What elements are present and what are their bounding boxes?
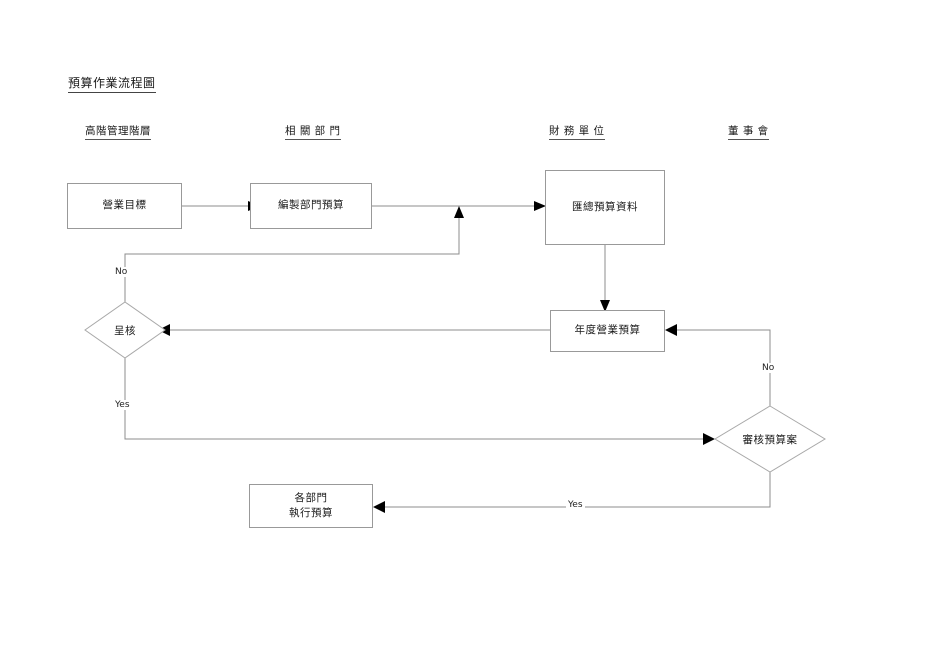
edge-label-submit-no: No (113, 267, 130, 277)
edge-label-review-yes: Yes (566, 500, 585, 510)
column-header-board-of-directors: 董 事 會 (728, 123, 769, 140)
node-annual-operating-budget[interactable]: 年度營業預算 (550, 310, 665, 352)
node-departments-execute-budget[interactable]: 各部門 執行預算 (249, 484, 373, 528)
column-header-related-departments: 相 關 部 門 (285, 123, 341, 140)
node-label: 編製部門預算 (278, 199, 344, 212)
node-label: 匯總預算資料 (572, 200, 638, 213)
node-label: 呈核 (114, 324, 136, 337)
page-title: 預算作業流程圖 (68, 74, 156, 93)
node-business-target[interactable]: 營業目標 (67, 183, 182, 229)
node-label: 審核預算案 (742, 433, 798, 446)
column-header-finance-unit: 財 務 單 位 (549, 123, 605, 140)
node-prepare-department-budget[interactable]: 編製部門預算 (250, 183, 372, 229)
node-label: 年度營業預算 (574, 324, 641, 337)
column-header-senior-management: 高階管理階層 (85, 123, 151, 140)
node-review-budget-proposal[interactable]: 審核預算案 (714, 405, 826, 473)
node-submit-for-approval[interactable]: 呈核 (84, 301, 166, 359)
node-consolidate-budget-data[interactable]: 匯總預算資料 (545, 170, 665, 245)
node-label: 各部門 執行預算 (289, 491, 333, 519)
edge-label-review-no: No (760, 363, 777, 373)
node-label: 營業目標 (102, 199, 147, 212)
edge-label-submit-yes: Yes (113, 400, 132, 410)
